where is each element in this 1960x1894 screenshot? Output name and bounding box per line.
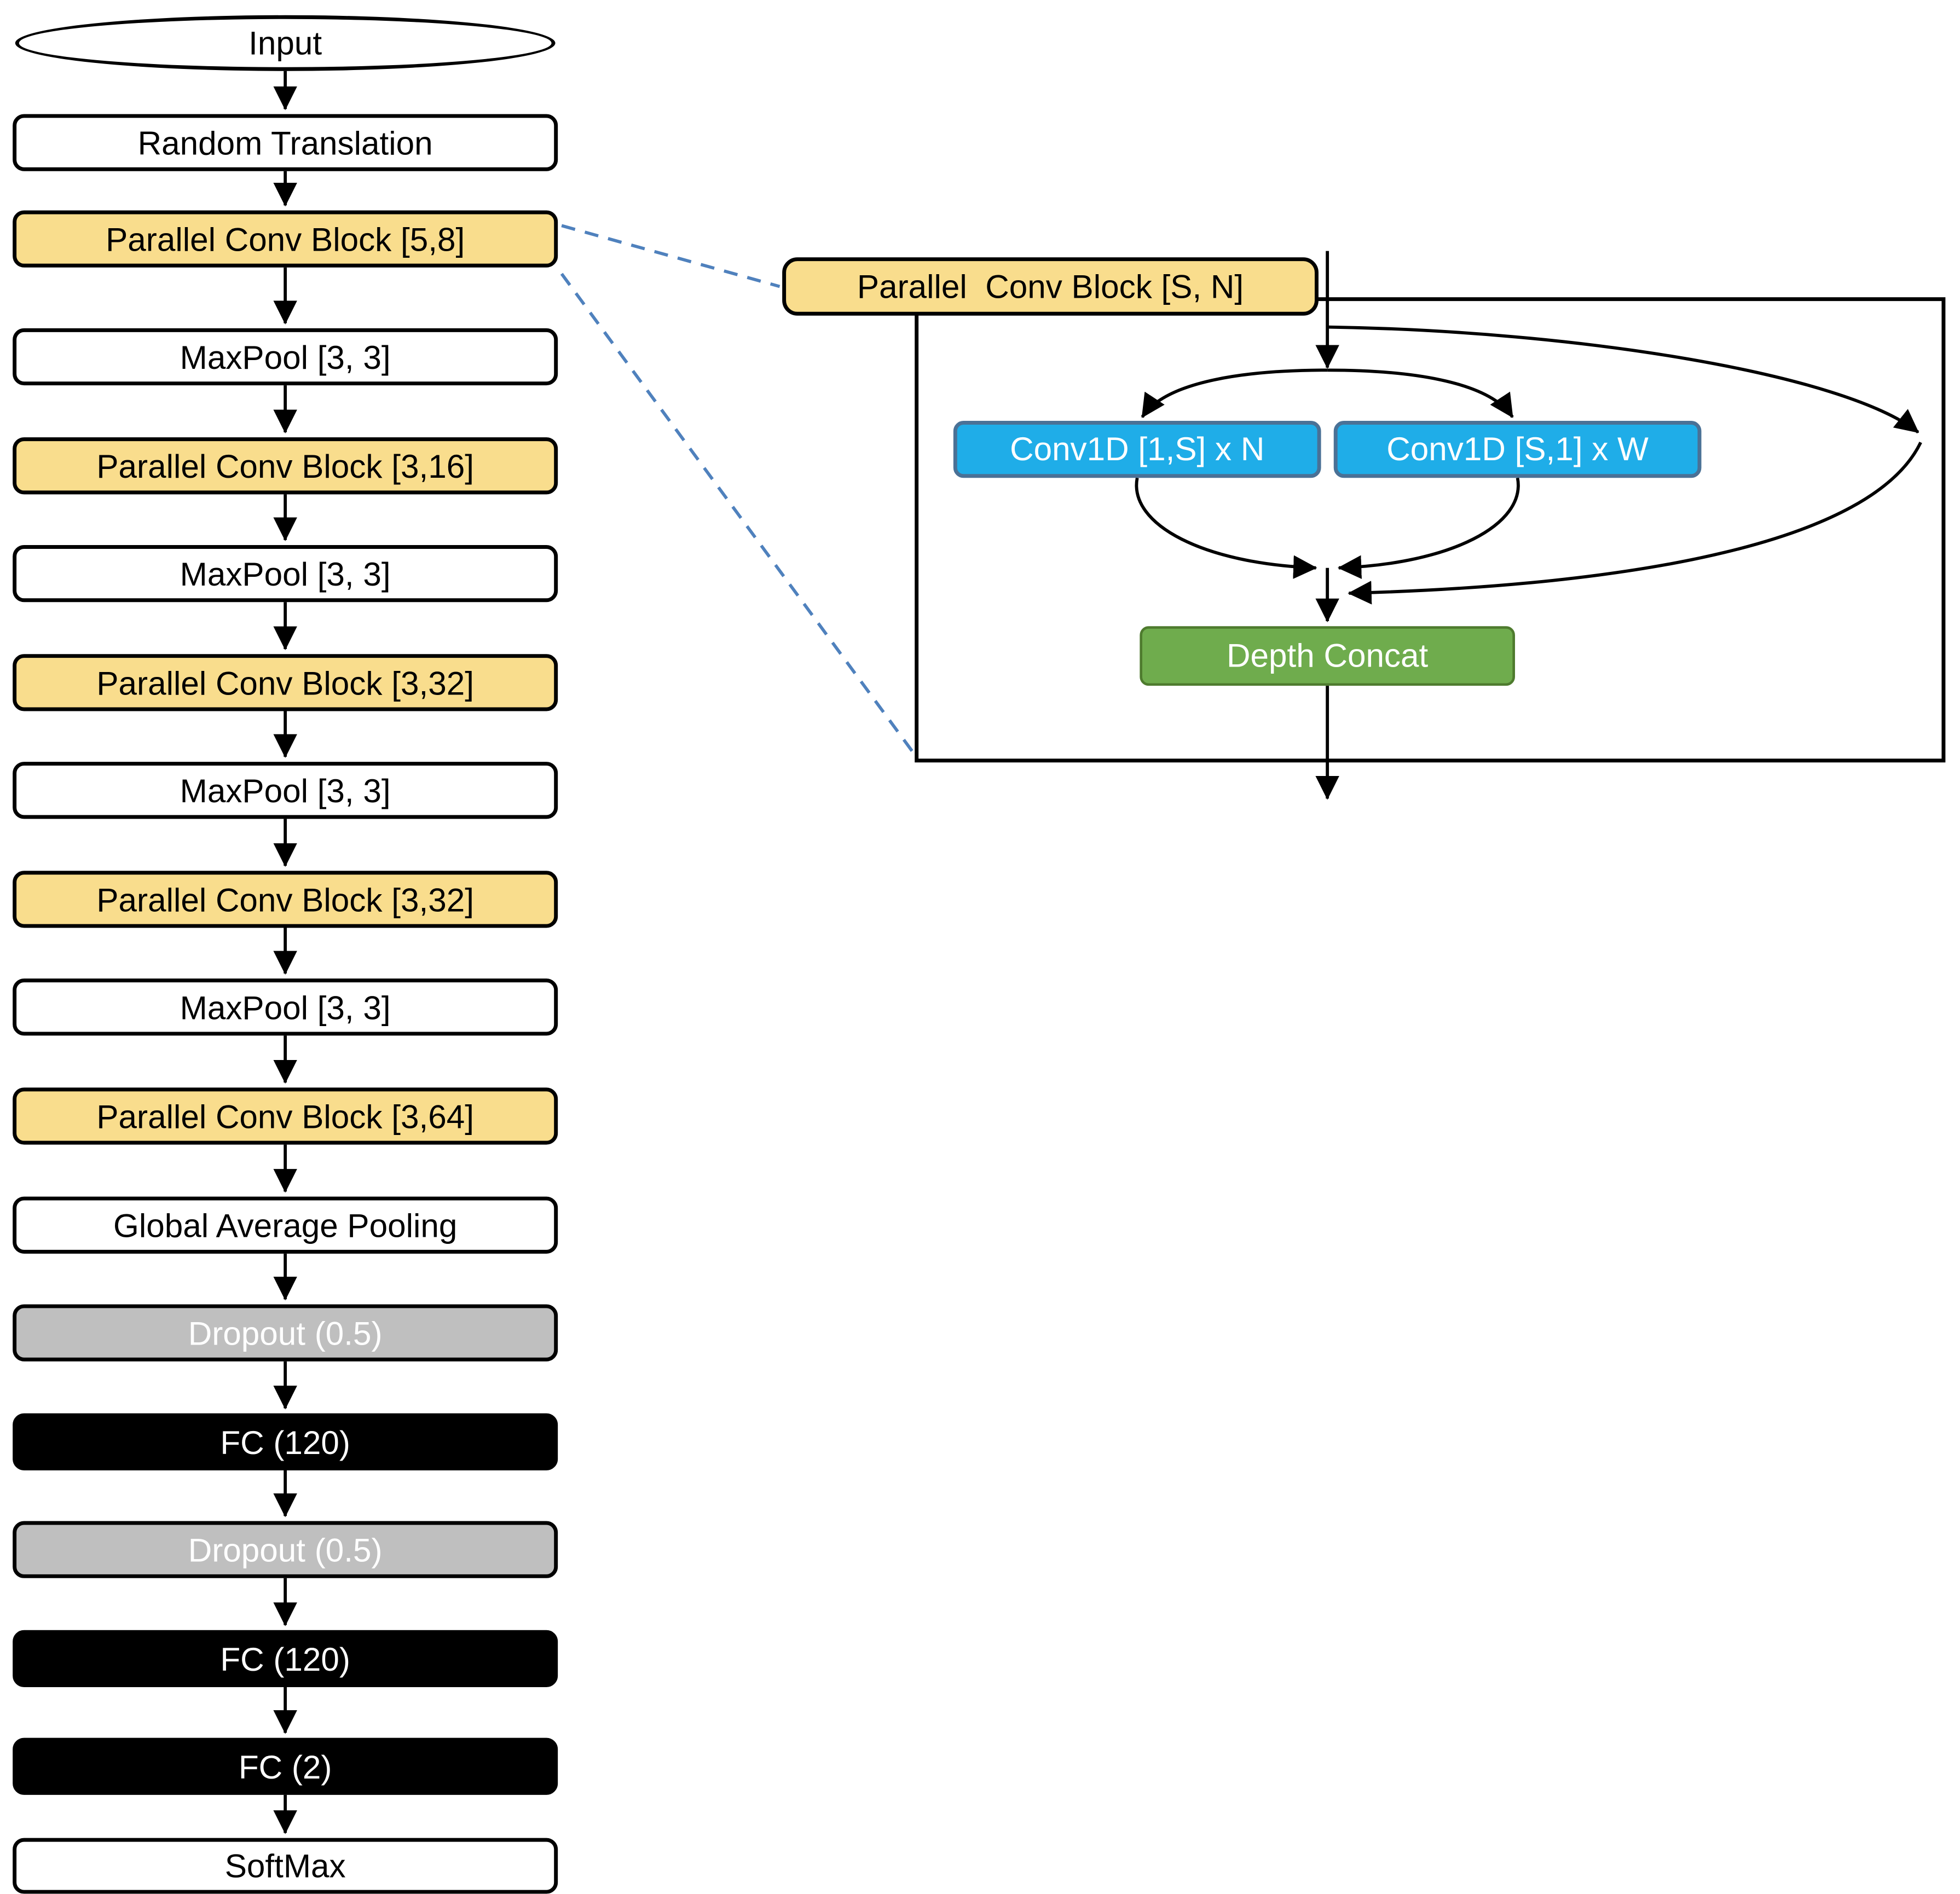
node-label: FC (120) xyxy=(220,1423,350,1461)
node-label: Dropout (0.5) xyxy=(188,1530,383,1569)
node-input-label: Input xyxy=(248,24,322,62)
merge-arc-right xyxy=(1337,477,1520,579)
merge-arc-left xyxy=(1135,477,1317,579)
node-label: Parallel Conv Block [3,64] xyxy=(96,1097,474,1136)
node-label: MaxPool [3, 3] xyxy=(180,771,391,809)
node-input: Input xyxy=(15,15,556,71)
node-label: Parallel Conv Block [3,16] xyxy=(96,447,474,485)
detail-depth-concat: Depth Concat xyxy=(1140,626,1515,686)
node-label: Parallel Conv Block [3,32] xyxy=(96,663,474,702)
node-label: MaxPool [3, 3] xyxy=(180,988,391,1027)
conv1d-right-label: Conv1D [S,1] x W xyxy=(1386,430,1649,468)
detail-block-title: Parallel Conv Block [S, N] xyxy=(782,257,1319,316)
node-label: Parallel Conv Block [5,8] xyxy=(106,219,465,258)
node-label: MaxPool [3, 3] xyxy=(180,338,391,376)
detail-conv1d-left: Conv1D [1,S] x N xyxy=(953,421,1321,478)
skip-arc-out xyxy=(1327,325,1919,434)
node-parallel-conv-block-3-32a: Parallel Conv Block [3,32] xyxy=(13,654,558,711)
detail-connectors xyxy=(1135,251,1922,800)
node-label: SoftMax xyxy=(224,1846,346,1885)
node-fc-120-2: FC (120) xyxy=(13,1630,558,1687)
detail-block-title-label: Parallel Conv Block [S, N] xyxy=(857,267,1244,305)
node-maxpool-1: MaxPool [3, 3] xyxy=(13,328,558,386)
node-maxpool-3: MaxPool [3, 3] xyxy=(13,762,558,819)
node-label: Random Translation xyxy=(137,123,433,162)
node-dropout-1: Dropout (0.5) xyxy=(13,1304,558,1362)
detail-frame xyxy=(915,297,1946,763)
node-parallel-conv-block-3-64: Parallel Conv Block [3,64] xyxy=(13,1087,558,1145)
node-label: Dropout (0.5) xyxy=(188,1313,383,1352)
split-arc-left xyxy=(1141,368,1328,418)
detail-conv1d-right: Conv1D [S,1] x W xyxy=(1333,421,1702,478)
node-label: FC (120) xyxy=(220,1640,350,1678)
split-arc-right xyxy=(1327,368,1514,418)
depth-concat-label: Depth Concat xyxy=(1227,636,1429,675)
node-label: MaxPool [3, 3] xyxy=(180,554,391,593)
node-maxpool-2: MaxPool [3, 3] xyxy=(13,545,558,603)
node-label: Parallel Conv Block [3,32] xyxy=(96,880,474,919)
node-softmax: SoftMax xyxy=(13,1838,558,1894)
node-parallel-conv-block-3-16: Parallel Conv Block [3,16] xyxy=(13,437,558,495)
zoom-leader-lines xyxy=(560,224,917,757)
node-label: Global Average Pooling xyxy=(113,1206,458,1244)
conv1d-left-label: Conv1D [1,S] x N xyxy=(1010,430,1265,468)
node-maxpool-4: MaxPool [3, 3] xyxy=(13,978,558,1036)
zoom-leader-top xyxy=(561,224,780,288)
node-fc-2: FC (2) xyxy=(13,1737,558,1795)
node-label: FC (2) xyxy=(238,1747,332,1786)
node-parallel-conv-block-3-32b: Parallel Conv Block [3,32] xyxy=(13,871,558,928)
node-dropout-2: Dropout (0.5) xyxy=(13,1521,558,1578)
node-random-translation: Random Translation xyxy=(13,114,558,171)
skip-arc-in xyxy=(1348,442,1922,605)
node-global-average-pooling: Global Average Pooling xyxy=(13,1196,558,1254)
node-fc-120-1: FC (120) xyxy=(13,1413,558,1470)
node-parallel-conv-block-5-8: Parallel Conv Block [5,8] xyxy=(13,210,558,268)
zoom-leader-bottom xyxy=(560,273,917,757)
